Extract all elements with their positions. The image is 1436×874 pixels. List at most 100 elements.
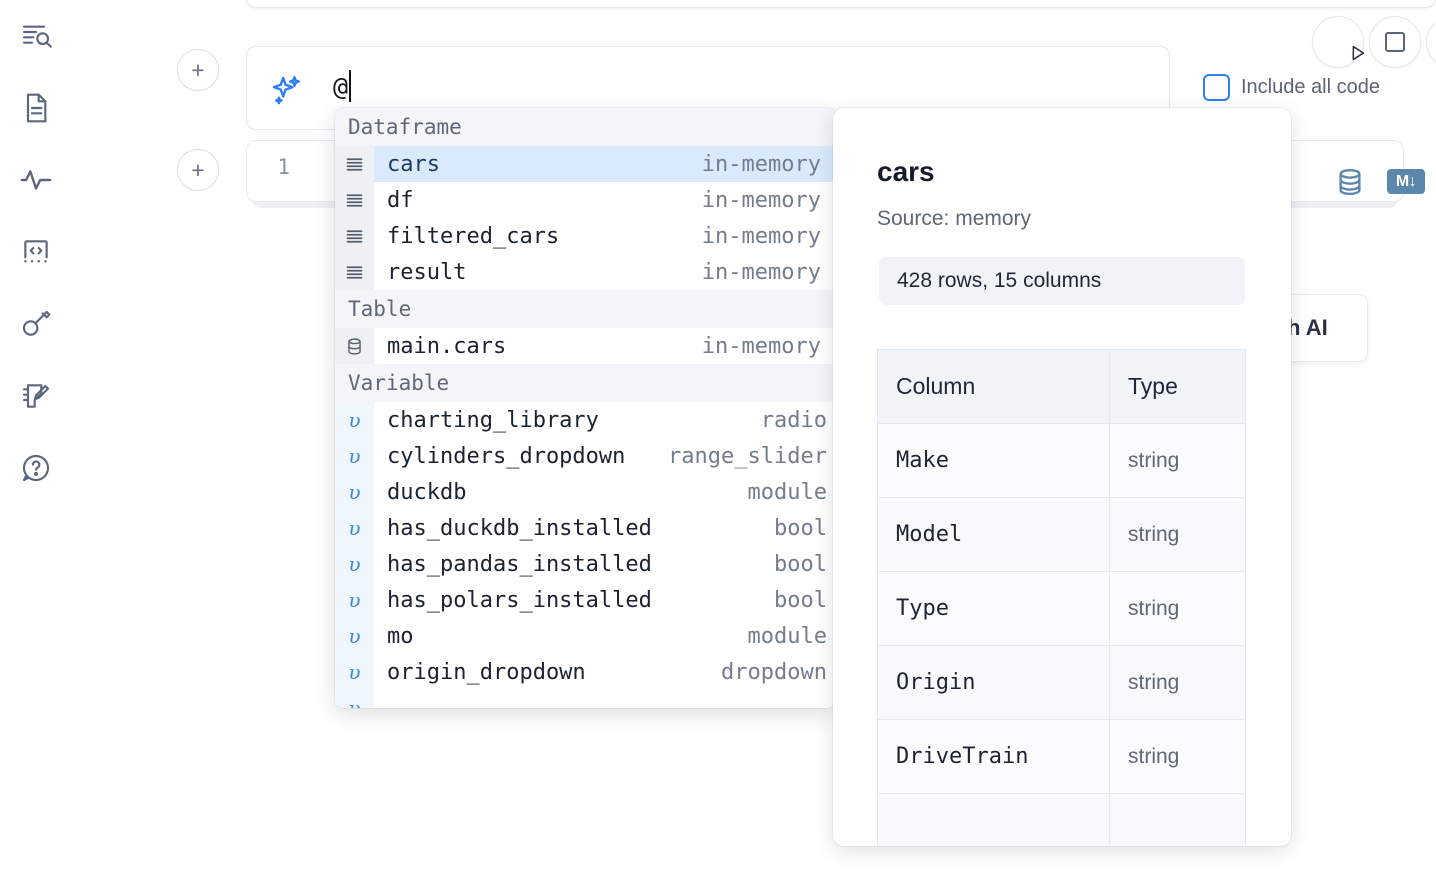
dataframe-rows-icon (335, 254, 374, 290)
previous-cell-card-partial (246, 0, 1436, 8)
autocomplete-item[interactable]: df in-memory (335, 182, 835, 218)
dataframe-rows-icon (335, 218, 374, 254)
info-table-column-name: DriveTrain (877, 719, 1110, 794)
add-cell-button-top[interactable]: + (177, 49, 219, 91)
autocomplete-item-name: has_polars_installed (387, 587, 652, 613)
info-table-column-name: Model (877, 497, 1110, 572)
info-table-header-cell: Type (1109, 349, 1246, 424)
play-icon (1330, 32, 1365, 61)
info-table-column-type: string (1109, 423, 1246, 498)
autocomplete-item[interactable]: main.cars in-memory (335, 328, 835, 364)
autocomplete-item-type: module (747, 623, 827, 649)
outline-search-icon[interactable] (14, 14, 58, 58)
database-icon (335, 328, 374, 364)
variable-glyph-icon: υ (335, 402, 374, 438)
markdown-icon[interactable]: M↓ (1387, 169, 1425, 194)
autocomplete-item-name: cars (387, 151, 440, 177)
autocomplete-item-type: bool (774, 515, 827, 541)
autocomplete-item-name: charting_library (387, 407, 599, 433)
activity-pulse-icon[interactable] (14, 158, 58, 202)
autocomplete-item-type: radio (760, 407, 827, 433)
autocomplete-item[interactable]: cars in-memory (335, 146, 835, 182)
key-icon[interactable] (14, 302, 58, 346)
autocomplete-item[interactable]: υ has_duckdb_installed bool (335, 510, 835, 546)
markdown-badge-label: M (1395, 172, 1409, 190)
include-all-code-checkbox[interactable] (1203, 74, 1230, 101)
autocomplete-item-type: in-memory (701, 151, 821, 177)
dataframe-rows-icon (335, 146, 374, 182)
info-table-column-type: string (1109, 719, 1246, 794)
variable-glyph-icon: υ (335, 510, 374, 546)
info-panel-shape-badge: 428 rows, 15 columns (879, 257, 1245, 305)
info-table-column-name: Origin (877, 645, 1110, 720)
notebook-pen-icon[interactable] (14, 374, 58, 418)
dataframe-rows-icon (335, 182, 374, 218)
autocomplete-item[interactable]: υ has_pandas_installed bool (335, 546, 835, 582)
stop-square-icon (1385, 32, 1405, 52)
file-text-icon[interactable] (14, 86, 58, 130)
generate-with-ai-card[interactable]: h AI (1282, 294, 1368, 362)
autocomplete-group-header: Dataframe (335, 108, 835, 146)
left-icon-rail (0, 0, 72, 874)
autocomplete-item-clipped[interactable]: υ (335, 690, 835, 708)
info-table-row-clipped (877, 793, 1246, 846)
autocomplete-item-type: in-memory (701, 259, 821, 285)
info-table-column-name: Type (877, 571, 1110, 646)
markdown-arrow-icon: ↓ (1408, 172, 1417, 190)
info-table-column-type: string (1109, 497, 1246, 572)
help-chat-icon[interactable] (14, 446, 58, 490)
variable-glyph-icon: υ (335, 618, 374, 654)
autocomplete-group-header: Table (335, 290, 835, 328)
variable-glyph-icon: υ (335, 690, 374, 708)
autocomplete-item[interactable]: υ origin_dropdown dropdown (335, 654, 835, 690)
autocomplete-dropdown[interactable]: Dataframe cars in-memory df in-memory filtere… (335, 108, 835, 708)
autocomplete-item-type: dropdown (721, 659, 827, 685)
autocomplete-item-type: range_slider (668, 443, 827, 469)
variable-glyph-icon: υ (335, 654, 374, 690)
add-cell-button-bottom[interactable]: + (177, 149, 219, 191)
autocomplete-item-name: duckdb (387, 479, 467, 505)
variable-glyph-icon: υ (335, 546, 374, 582)
database-icon[interactable] (1334, 167, 1366, 196)
autocomplete-item-type: bool (774, 587, 827, 613)
autocomplete-item-type: in-memory (701, 333, 821, 359)
info-panel-source: Source: memory (877, 207, 1032, 230)
autocomplete-item-name: main.cars (387, 333, 507, 359)
variable-glyph-icon: υ (335, 474, 374, 510)
code-brackets-icon[interactable] (14, 230, 58, 274)
include-all-code-label: Include all code (1241, 76, 1380, 98)
generate-with-ai-label: h AI (1287, 315, 1328, 340)
overflow-button[interactable] (1426, 16, 1436, 68)
info-table-column-name: Make (877, 423, 1110, 498)
info-panel-title: cars (877, 156, 935, 187)
autocomplete-item-type: in-memory (701, 187, 821, 213)
autocomplete-item[interactable]: υ charting_library radio (335, 402, 835, 438)
autocomplete-item-name: mo (387, 623, 414, 649)
stop-button[interactable] (1369, 16, 1421, 68)
info-table-header-cell: Column (877, 349, 1110, 424)
ai-prompt-input[interactable]: @ (333, 72, 349, 101)
sparkle-icon (269, 73, 303, 107)
autocomplete-group-header: Variable (335, 364, 835, 402)
autocomplete-item-name: origin_dropdown (387, 659, 586, 685)
dataframe-info-panel: cars Source: memory 428 rows, 15 columns… (833, 108, 1291, 846)
run-button[interactable] (1312, 16, 1365, 68)
include-all-code-row[interactable]: Include all code (1203, 74, 1380, 101)
autocomplete-item-name: has_duckdb_installed (387, 515, 652, 541)
autocomplete-item-name: has_pandas_installed (387, 551, 652, 577)
autocomplete-item-name: filtered_cars (387, 223, 560, 249)
autocomplete-item-type: bool (774, 551, 827, 577)
autocomplete-item-name: df (387, 187, 414, 213)
